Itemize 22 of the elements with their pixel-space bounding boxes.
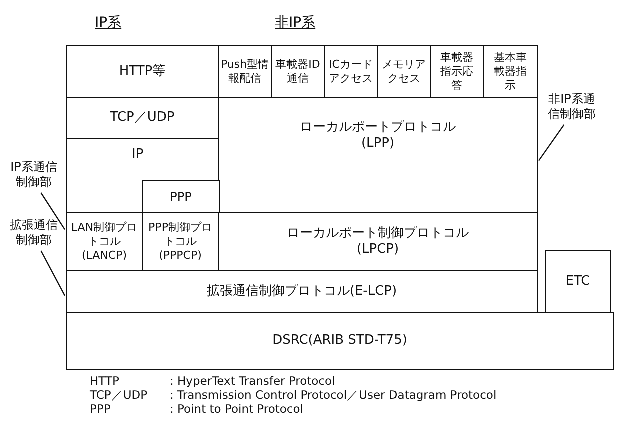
legend-definition: : HyperText Transfer Protocol <box>170 374 336 388</box>
protocol-box: DSRC(ARIB STD-T75) <box>66 312 614 370</box>
protocol-box: ローカルポート制御プロトコル(LPCP) <box>218 212 538 271</box>
protocol-box: HTTP等 <box>66 45 219 98</box>
protocol-box: ETC <box>545 250 611 313</box>
protocol-box: 拡張通信制御プロトコル(E-LCP) <box>66 270 538 313</box>
legend-definition: : Transmission Control Protocol／User Datagram Protocol <box>170 388 497 403</box>
annotation-text: 拡張通信制御部 <box>10 218 58 248</box>
leader-line <box>40 250 66 296</box>
legend-term: HTTP <box>90 374 120 388</box>
protocol-box: IP PPP <box>66 138 219 213</box>
legend-term: PPP <box>90 402 111 416</box>
legend-definition: : Point to Point Protocol <box>170 402 304 416</box>
annotation-text: IP系通信制御部 <box>10 160 58 190</box>
header-text: 非IP系 <box>275 14 316 32</box>
protocol-box: 基本車載器指示 <box>483 45 538 98</box>
annotation-text: 非IP系通信制御部 <box>548 92 596 122</box>
leader-line <box>538 124 565 162</box>
protocol-box: PPP <box>142 180 220 214</box>
leader-line <box>40 192 66 230</box>
legend-term: TCP／UDP <box>90 388 148 403</box>
header-text: IP系 <box>95 14 122 32</box>
